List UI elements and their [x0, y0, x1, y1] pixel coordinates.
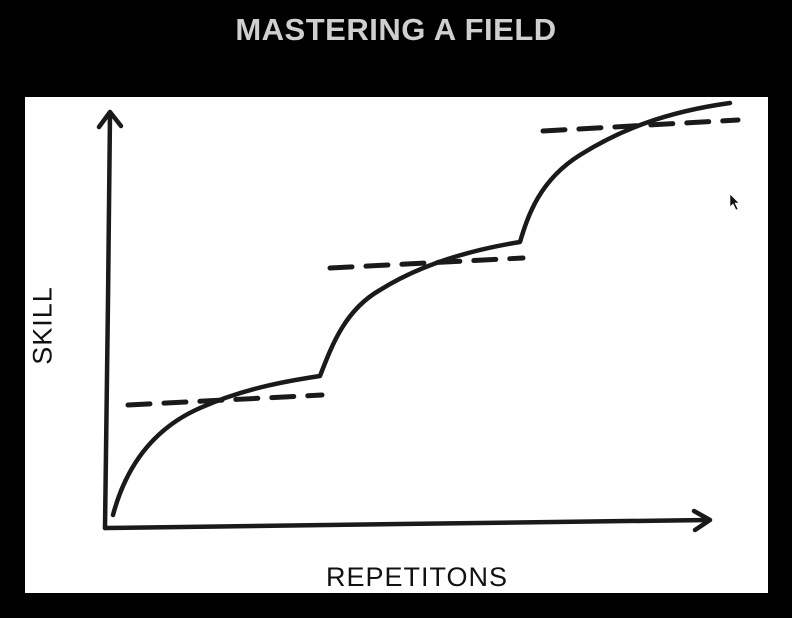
- plateau-line-1: [125, 392, 325, 408]
- mouse-cursor-icon: [729, 193, 740, 211]
- skill-curve: [110, 100, 733, 518]
- plateau-line-2: [327, 255, 526, 271]
- x-axis-label: REPETITONS: [325, 562, 509, 592]
- x-axis: [102, 517, 711, 531]
- y-axis-label: SKILL: [27, 286, 58, 365]
- whiteboard: [25, 97, 768, 593]
- plateau-line-3: [540, 117, 741, 134]
- x-axis-arrowhead: [691, 508, 713, 533]
- y-axis: [102, 111, 113, 531]
- y-axis-arrowhead: [96, 109, 124, 130]
- slide-title: MASTERING A FIELD: [235, 12, 557, 47]
